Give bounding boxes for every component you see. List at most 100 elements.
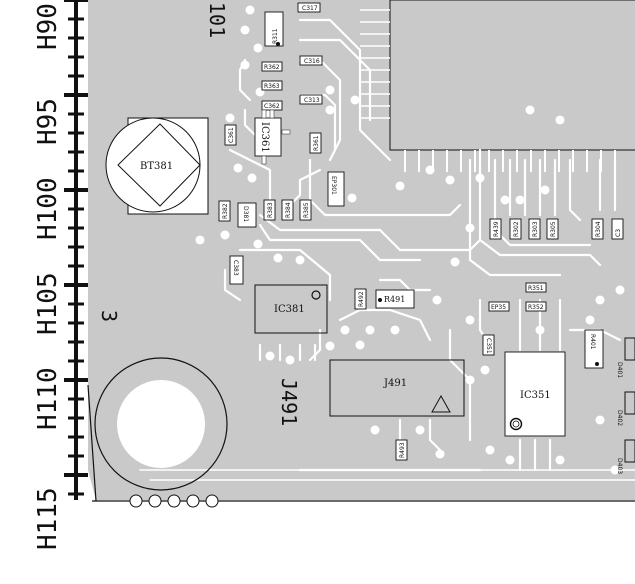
via [253, 43, 263, 53]
c316: C316 [299, 55, 323, 66]
r439: R439 [489, 218, 502, 240]
r361-label: R361 [313, 135, 320, 151]
r401-label: R401 [589, 334, 596, 350]
r303: R303 [528, 218, 541, 240]
r384: R384 [281, 199, 294, 221]
c362-label: C362 [264, 103, 280, 110]
main-ic [360, 0, 635, 172]
r305: R305 [546, 218, 559, 240]
mounting-hole [94, 357, 228, 491]
via [432, 295, 442, 305]
section-number: 3 [97, 310, 121, 322]
ic361-label: IC361 [259, 122, 270, 153]
via [220, 230, 230, 240]
r363-label: R363 [264, 83, 280, 90]
via [347, 193, 357, 203]
via [415, 425, 425, 435]
vias [195, 5, 625, 475]
d381-label: D381 [242, 206, 249, 222]
ic351: IC351 [504, 351, 566, 437]
via [500, 195, 510, 205]
c317: C317 [297, 2, 321, 13]
ruler-label-h115: H115 [33, 487, 63, 550]
r305-label: R305 [550, 221, 557, 237]
via [435, 449, 445, 459]
edge-pads [129, 494, 219, 508]
via [245, 5, 255, 15]
main-ic-pins [360, 9, 629, 172]
r362: R362 [261, 61, 283, 72]
r491-label: R491 [384, 295, 405, 304]
c3x: C3 [611, 218, 624, 240]
via [450, 257, 460, 267]
via [465, 375, 475, 385]
c383-label: C383 [232, 260, 239, 276]
r352-label: R352 [528, 304, 544, 311]
r303-label: R303 [532, 221, 539, 237]
via [325, 341, 335, 351]
j491-connector: J491 [329, 359, 465, 417]
fragment-label: 101 [205, 2, 229, 38]
bt381: BT381 [105, 117, 209, 215]
via [505, 455, 515, 465]
d401-label: D401 [616, 362, 623, 378]
ic381-label: IC381 [274, 304, 305, 315]
r363: R363 [261, 80, 283, 91]
via [295, 255, 305, 265]
d403: D403 [616, 439, 635, 474]
ic351-label: IC351 [520, 390, 551, 401]
via [240, 60, 250, 70]
via [475, 173, 485, 183]
ruler-ticks [64, 0, 88, 496]
via [265, 351, 275, 361]
via [615, 285, 625, 295]
c362: C362 [261, 100, 283, 111]
r302-label: R302 [513, 221, 520, 237]
r382-label: R382 [222, 203, 229, 219]
d401: D401 [616, 337, 635, 378]
ruler-scale [64, 0, 88, 500]
via [195, 235, 205, 245]
via [247, 173, 257, 183]
ep35-label: EP35 [491, 304, 506, 311]
r382: R382 [218, 200, 231, 222]
r351-label: R351 [528, 285, 544, 292]
ruler-labels: H90 H95 H100 H105 H110 H115 [33, 3, 63, 550]
c351-label: C351 [485, 338, 492, 354]
via [485, 445, 495, 455]
via [233, 163, 243, 173]
r492-label: R492 [358, 291, 365, 307]
via [285, 355, 295, 365]
c361-label: C361 [228, 127, 235, 143]
board-left-edge [87, 384, 97, 502]
ic381: IC381 [254, 284, 328, 334]
via [340, 325, 350, 335]
c351: C351 [482, 334, 495, 356]
c313-label: C313 [304, 97, 320, 104]
r351: R351 [525, 282, 547, 293]
via [225, 113, 235, 123]
r311: R311 [264, 11, 284, 47]
via [425, 165, 435, 175]
via [515, 195, 525, 205]
r384-label: R384 [285, 202, 292, 218]
traces [139, 18, 635, 481]
d403-label: D403 [616, 458, 623, 474]
via [555, 115, 565, 125]
r311-label: R311 [272, 28, 279, 44]
r493-label: R493 [399, 442, 406, 458]
via [253, 239, 263, 249]
ruler-label-h90: H90 [33, 3, 63, 50]
c3x-label: C3 [615, 229, 622, 237]
via [365, 325, 375, 335]
ruler-label-h100: H100 [33, 177, 63, 240]
r385: R385 [299, 199, 312, 221]
d381: D381 [237, 202, 257, 228]
r304-label: R304 [595, 221, 602, 237]
c317-label: C317 [302, 5, 318, 12]
r362-label: R362 [264, 64, 280, 71]
d402-label: D402 [616, 410, 623, 426]
via [240, 25, 250, 35]
via [585, 315, 595, 325]
